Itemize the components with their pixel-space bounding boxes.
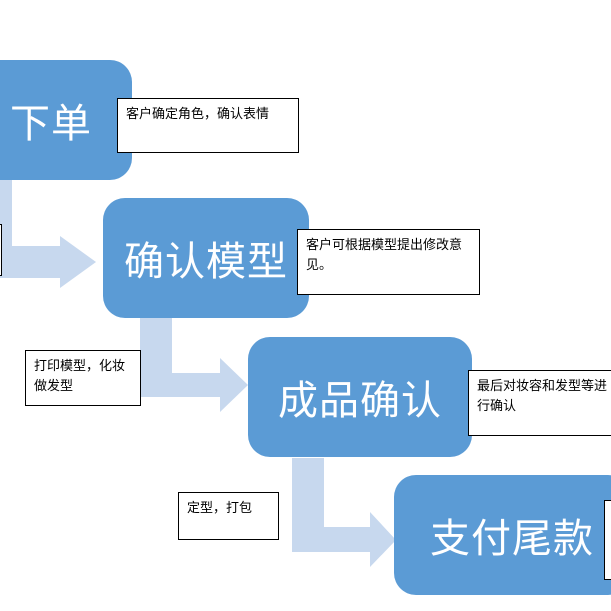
- note-finalize-pack: 定型，打包: [178, 492, 279, 540]
- step-box-pay-balance: 支付尾款: [394, 475, 611, 595]
- note-print-makeup: 打印模型，化妆做发型: [25, 350, 141, 406]
- step-box-confirm-model: 确认模型: [103, 198, 309, 318]
- note-bottom-right: [604, 500, 611, 580]
- step-box-order: 下单: [0, 60, 132, 180]
- note-confirm-product: 最后对妆容和发型等进行确认: [468, 370, 611, 436]
- step-box-confirm-product: 成品确认: [248, 337, 472, 457]
- connector-arrow-2: [140, 318, 248, 412]
- connector-arrow-1: [0, 180, 96, 288]
- note-order: 客户确定角色，确认表情: [117, 98, 299, 153]
- connector-arrow-3: [292, 458, 396, 567]
- note-left-edge: [0, 224, 2, 276]
- note-confirm-model: 客户可根据模型提出修改意见。: [297, 229, 480, 295]
